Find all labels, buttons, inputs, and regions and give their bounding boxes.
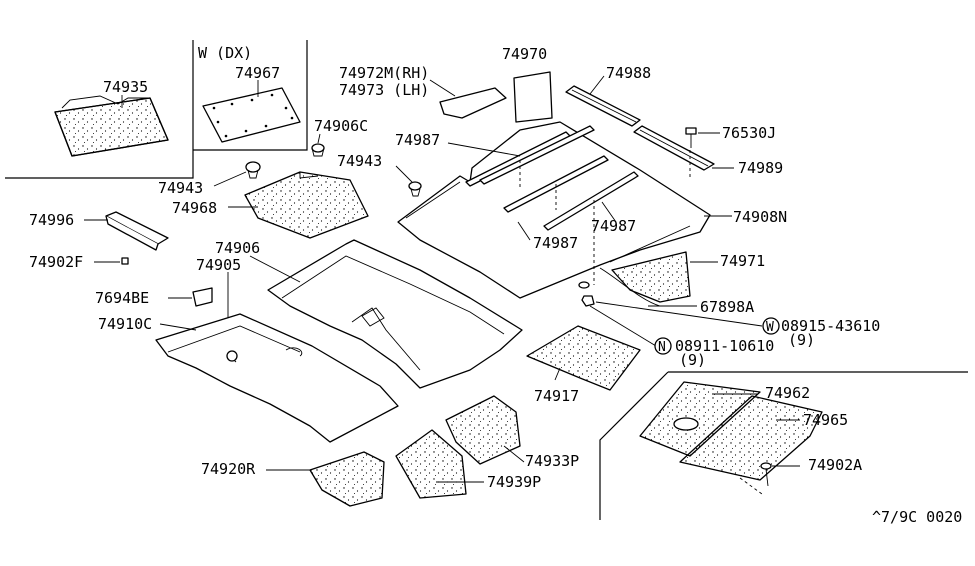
label-74906C: 74906C xyxy=(314,117,368,135)
leader-74906 xyxy=(249,255,301,283)
label-74902A: 74902A xyxy=(808,456,862,474)
label-7694BE: 7694BE xyxy=(95,289,149,307)
leader-74987-low xyxy=(517,221,531,241)
part-74970-sheet xyxy=(513,71,553,123)
label-74906: 74906 xyxy=(215,239,260,257)
label-74933P: 74933P xyxy=(525,452,579,470)
part-74962-mat xyxy=(639,381,761,457)
part-74965-mat xyxy=(679,395,823,481)
leader-74933P xyxy=(503,445,525,463)
leader-74906C xyxy=(317,133,321,144)
leader-74943-left xyxy=(213,171,247,187)
part-74917-mat xyxy=(526,325,641,391)
label-74972M: 74972M(RH) xyxy=(339,64,429,82)
part-74943-grommet-left xyxy=(245,161,261,179)
symbol-n: N xyxy=(658,340,666,355)
label-74996: 74996 xyxy=(29,211,74,229)
symbol-w-08915: W xyxy=(762,317,780,335)
symbol-n-08911: N xyxy=(654,337,672,355)
label-08915-qty: (9) xyxy=(788,331,815,349)
leader-08915 xyxy=(595,301,763,327)
part-74935-mat xyxy=(54,95,169,157)
part-74906-carpet xyxy=(267,239,523,389)
label-74988: 74988 xyxy=(606,64,651,82)
label-74917: 74917 xyxy=(534,387,579,405)
label-76530J: 76530J xyxy=(722,124,776,142)
label-08911: 08911-10610 xyxy=(675,337,774,355)
label-74987-mid: 74987 xyxy=(591,217,636,235)
part-76530J-screw xyxy=(685,127,697,148)
part-74988-strip xyxy=(565,85,641,127)
symbol-w: W xyxy=(766,320,774,335)
label-74987-top: 74987 xyxy=(395,131,440,149)
inset-frame xyxy=(5,40,308,179)
label-74987-low: 74987 xyxy=(533,234,578,252)
part-74943-grommet-right xyxy=(408,181,422,197)
label-74910C: 74910C xyxy=(98,315,152,333)
part-74968-mat xyxy=(244,171,369,239)
label-74943-left: 74943 xyxy=(158,179,203,197)
label-74973: 74973 (LH) xyxy=(339,81,429,99)
label-08911-qty: (9) xyxy=(679,351,706,369)
label-74968: 74968 xyxy=(172,199,217,217)
label-67898A: 67898A xyxy=(700,298,754,316)
label-74965: 74965 xyxy=(803,411,848,429)
part-74939P xyxy=(395,429,467,499)
label-74962: 74962 xyxy=(765,384,810,402)
part-fastener-08915 xyxy=(578,281,595,307)
part-74908N-floor xyxy=(397,121,711,299)
label-74920R: 74920R xyxy=(201,460,256,478)
divider-rear-side xyxy=(599,371,669,520)
part-74967-panel xyxy=(202,87,301,143)
part-74906C-clip xyxy=(311,143,325,157)
label-74943-right: 74943 xyxy=(337,152,382,170)
label-74908N: 74908N xyxy=(733,208,787,226)
part-67898A-curve xyxy=(599,267,661,307)
leader-74988 xyxy=(589,75,605,95)
label-74905: 74905 xyxy=(196,256,241,274)
label-74989: 74989 xyxy=(738,159,783,177)
dash-74902A xyxy=(739,477,763,495)
part-74989-strip xyxy=(633,125,715,171)
footer-code: ^7/9C 0020 xyxy=(872,508,962,526)
leader-74987-mid xyxy=(601,201,617,223)
part-74902A-screw xyxy=(760,462,772,487)
part-74972M-pad xyxy=(439,87,507,119)
label-08915: 08915-43610 xyxy=(781,317,880,335)
leader-74972M xyxy=(429,79,456,97)
label-74902F: 74902F xyxy=(29,253,83,271)
part-7694BE xyxy=(192,287,213,307)
part-74996-bracket xyxy=(105,211,169,251)
leader-74987-top xyxy=(447,142,521,157)
part-74933P xyxy=(445,395,521,465)
label-74939P: 74939P xyxy=(487,473,541,491)
inset-title: W (DX) xyxy=(198,44,252,62)
part-74971-panel xyxy=(611,251,691,303)
leader-08911 xyxy=(589,305,657,347)
label-74935: 74935 xyxy=(103,78,148,96)
leader-74910C xyxy=(159,323,197,331)
part-74902F-clip xyxy=(121,257,129,265)
label-74971: 74971 xyxy=(720,252,765,270)
leader-74943-right xyxy=(395,165,413,183)
part-74920R xyxy=(309,451,385,507)
label-74970: 74970 xyxy=(502,45,547,63)
part-74910C-carpet xyxy=(155,313,399,443)
label-74967: 74967 xyxy=(235,64,280,82)
leader-74917 xyxy=(554,367,561,381)
